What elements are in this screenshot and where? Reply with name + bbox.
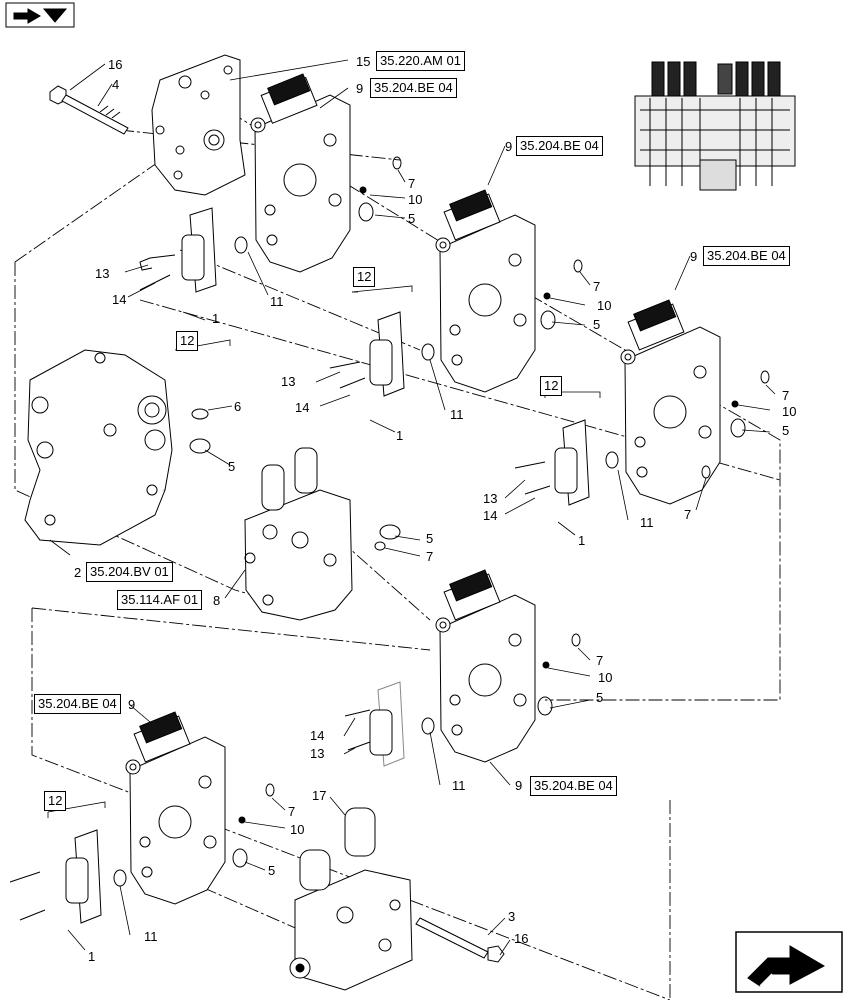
callout-7: 7 [408, 176, 416, 191]
ref-box-9-right[interactable]: 35.204.BE 04 [703, 246, 790, 267]
callout-5: 5 [408, 211, 416, 226]
callout-13: 13 [281, 374, 296, 389]
priority-valve-body [24, 349, 173, 546]
callout-10: 10 [597, 298, 612, 313]
previous-page-icon[interactable] [5, 2, 75, 28]
callout-5: 5 [782, 423, 790, 438]
ref-box-9-top[interactable]: 35.204.BE 04 [370, 78, 457, 99]
callout-2: 2 [74, 565, 82, 580]
ref-box-2[interactable]: 35.204.BV 01 [86, 562, 173, 583]
ref-box-15[interactable]: 35.220.AM 01 [376, 51, 465, 72]
valve-section-5 [125, 711, 226, 905]
callout-1: 1 [212, 311, 220, 326]
tie-bolt-top [49, 85, 129, 135]
callout-8: 8 [213, 593, 221, 608]
ref-box-9-middle[interactable]: 35.204.BE 04 [516, 136, 603, 157]
callout-13: 13 [95, 266, 110, 281]
valve-section-4 [435, 569, 536, 763]
callout-9: 9 [515, 778, 523, 793]
callout-5: 5 [593, 317, 601, 332]
overview-assembly-image [634, 61, 796, 191]
valve-section-1 [250, 73, 351, 273]
callout-4: 4 [112, 77, 120, 92]
callout-5: 5 [228, 459, 236, 474]
callout-5: 5 [426, 531, 434, 546]
callout-11: 11 [452, 778, 466, 793]
callout-11: 11 [144, 929, 158, 944]
callout-1: 1 [396, 428, 404, 443]
callout-5: 5 [596, 690, 604, 705]
callout-14: 14 [295, 400, 310, 415]
callout-10: 10 [290, 822, 305, 837]
ref-box-8[interactable]: 35.114.AF 01 [117, 590, 203, 611]
callout-7: 7 [684, 507, 692, 522]
callout-17: 17 [312, 788, 327, 803]
inlet-cover [151, 54, 246, 196]
callout-13: 13 [310, 746, 325, 761]
plug-assembly-5 [9, 829, 102, 924]
o-rings [113, 156, 770, 887]
callout-7: 7 [288, 804, 296, 819]
callout-13: 13 [483, 491, 498, 506]
next-page-arrow-icon[interactable] [735, 931, 843, 993]
callout-16: 16 [514, 931, 529, 946]
end-cover-17 [289, 807, 413, 991]
callout-1: 1 [578, 533, 586, 548]
callout-7: 7 [596, 653, 604, 668]
ref-box-12: 12 [44, 791, 67, 812]
callout-15: 15 [356, 54, 371, 69]
valve-section-2 [435, 189, 536, 393]
callout-14: 14 [310, 728, 325, 743]
plug-assembly-1 [139, 207, 217, 293]
callout-10: 10 [598, 670, 613, 685]
assembly-centerlines [14, 111, 781, 1000]
ref-box-12: 12 [353, 267, 376, 288]
callout-16: 16 [108, 57, 123, 72]
callout-9: 9 [356, 81, 364, 96]
callout-7: 7 [426, 549, 434, 564]
ref-box-9-lower[interactable]: 35.204.BE 04 [530, 776, 617, 797]
ref-box-12: 12 [540, 376, 563, 397]
callout-5: 5 [268, 863, 276, 878]
callout-9: 9 [690, 249, 698, 264]
callout-1: 1 [88, 949, 96, 964]
plug-assembly-4 [344, 681, 405, 767]
valve-section-3 [620, 299, 721, 505]
solenoid-section-8 [244, 447, 353, 621]
callout-9: 9 [505, 139, 513, 154]
tie-bolt-bottom [415, 917, 505, 963]
callout-11: 11 [450, 407, 464, 422]
callout-10: 10 [782, 404, 797, 419]
callout-11: 11 [640, 515, 654, 530]
plug-assembly-3 [514, 419, 590, 506]
ref-box-9-lower-left[interactable]: 35.204.BE 04 [34, 694, 121, 715]
leader-lines [47, 59, 776, 956]
callout-3: 3 [508, 909, 516, 924]
callout-9: 9 [128, 697, 136, 712]
callout-14: 14 [112, 292, 127, 307]
callout-14: 14 [483, 508, 498, 523]
plug-assembly-2 [329, 311, 405, 397]
callout-10: 10 [408, 192, 423, 207]
callout-11: 11 [270, 294, 284, 309]
callout-7: 7 [593, 279, 601, 294]
callout-6: 6 [234, 399, 242, 414]
ref-box-12: 12 [176, 331, 199, 352]
callout-7: 7 [782, 388, 790, 403]
